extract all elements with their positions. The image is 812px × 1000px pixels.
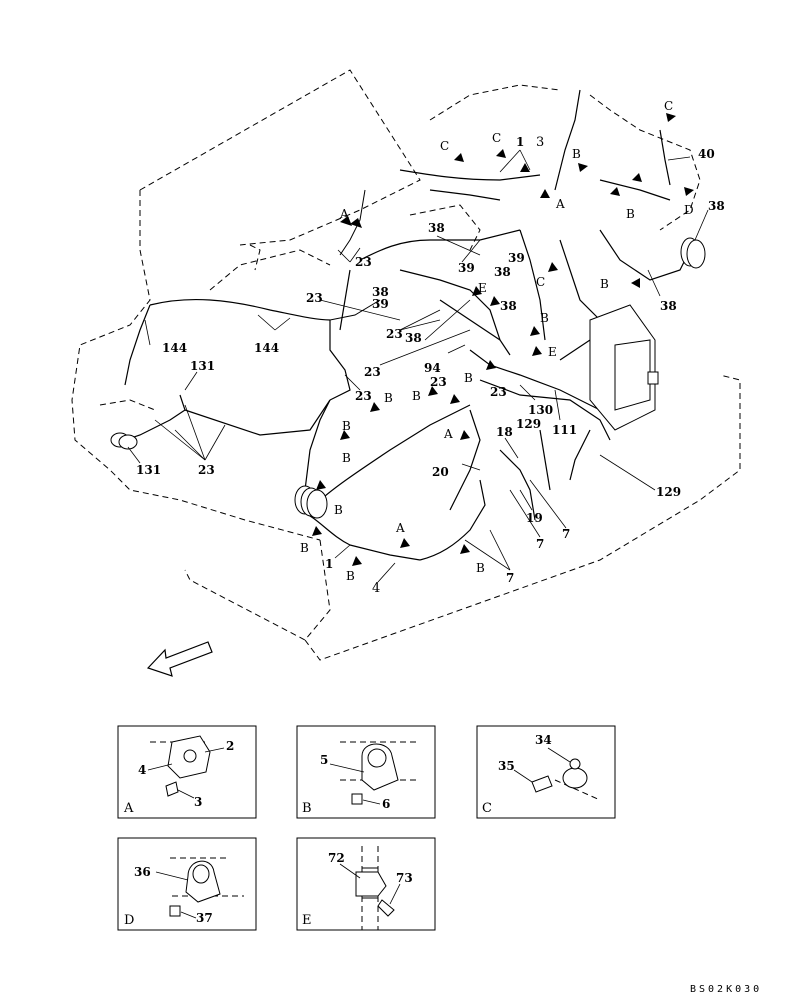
svg-text:B: B [342,451,351,465]
callout-leaders [127,149,709,583]
svg-text:C: C [492,131,501,145]
callout-23-a: 23 [355,255,372,269]
svg-text:D: D [684,203,694,217]
svg-text:C: C [664,99,673,113]
callout-1-b: 1 [325,557,333,571]
detail-B-part-6: 6 [382,797,390,811]
svg-text:B: B [300,541,309,555]
callout-19: 19 [526,511,543,525]
callout-144-b: 144 [254,341,279,355]
diagram-code: BS02K030 [690,984,763,995]
callout-labels: 1 3 40 38 38 38 39 38 39 23 38 39 23 23 … [136,135,725,596]
svg-text:B: B [476,561,485,575]
detail-B-part-5: 5 [320,753,328,767]
callout-130: 130 [528,403,553,417]
callout-18: 18 [496,425,513,439]
svg-text:B: B [342,419,351,433]
callout-38-c: 38 [372,285,389,299]
svg-text:E: E [478,281,487,295]
callout-20: 20 [432,465,449,479]
coil-right [680,237,706,269]
detail-E-part-73: 73 [396,871,413,885]
callout-40: 40 [698,147,715,161]
callout-7-c: 7 [506,571,514,585]
detail-A-key: A [123,801,134,816]
callout-131-a: 131 [190,359,215,373]
callout-38-b: 38 [494,265,511,279]
svg-text:B: B [334,503,343,517]
detail-view-A: 2 4 3 A [117,725,257,819]
callout-38-e: 38 [500,299,517,313]
callout-131-b: 131 [136,463,161,477]
svg-text:B: B [384,391,393,405]
svg-text:A: A [339,207,349,221]
detail-E-key: E [302,913,312,928]
detail-view-E: 72 73 E [296,837,436,931]
detail-C-part-35: 35 [498,759,515,773]
callout-144-a: 144 [162,341,187,355]
detail-C-key: C [482,801,492,816]
svg-text:B: B [346,569,355,583]
svg-text:B: B [540,311,549,325]
detail-A-part-2: 2 [226,739,234,753]
detail-C-part-34: 34 [535,733,552,747]
svg-text:A: A [555,197,565,211]
callout-23-e: 23 [430,375,447,389]
callout-39-a: 39 [458,261,475,275]
detail-A-part-4: 4 [138,763,146,777]
coil-left [294,485,328,519]
callout-111: 111 [552,423,577,437]
callout-38-d: 38 [405,331,422,345]
callout-39-b: 39 [508,251,525,265]
callout-94: 94 [424,361,441,375]
svg-text:A: A [443,427,453,441]
callout-38-right: 38 [708,199,725,213]
control-box [589,304,659,431]
callout-38-a: 38 [428,221,445,235]
callout-23-f: 23 [490,385,507,399]
detail-E-part-72: 72 [328,851,345,865]
detail-D-key: D [124,913,134,928]
svg-text:B: B [600,277,609,291]
callout-4: 4 [372,581,380,596]
detail-view-C: 34 35 C [476,725,616,819]
svg-text:B: B [572,147,581,161]
callout-3: 3 [536,135,544,150]
callout-129-a: 129 [516,417,541,431]
svg-text:C: C [440,139,449,153]
callout-23-b: 23 [306,291,323,305]
callout-23-g: 23 [355,389,372,403]
svg-text:E: E [548,345,557,359]
callout-39-c: 39 [372,297,389,311]
svg-text:B: B [412,389,421,403]
svg-text:A: A [395,521,405,535]
detail-view-D: 36 37 D [117,837,257,931]
svg-text:B: B [626,207,635,221]
callout-38-lower: 38 [660,299,677,313]
clamp-letter-markers: A C C B A B C D C B E B E B B B B B B B … [300,99,694,583]
svg-text:C: C [536,275,545,289]
svg-text:B: B [464,371,473,385]
clamp-arrows [312,113,694,566]
callout-7-b: 7 [562,527,570,541]
callout-23-c: 23 [386,327,403,341]
detail-A-part-3: 3 [194,795,202,809]
machine-outline [71,69,741,661]
front-direction-arrow [146,641,213,677]
detail-D-part-37: 37 [196,911,213,925]
rear-connector [110,432,138,450]
callout-23-d: 23 [364,365,381,379]
callout-7-a: 7 [536,537,544,551]
detail-B-key: B [302,801,312,816]
detail-D-part-36: 36 [134,865,151,879]
callout-1: 1 [516,135,524,149]
callout-23-h: 23 [198,463,215,477]
detail-view-B: 5 6 B [296,725,436,819]
callout-129-b: 129 [656,485,681,499]
